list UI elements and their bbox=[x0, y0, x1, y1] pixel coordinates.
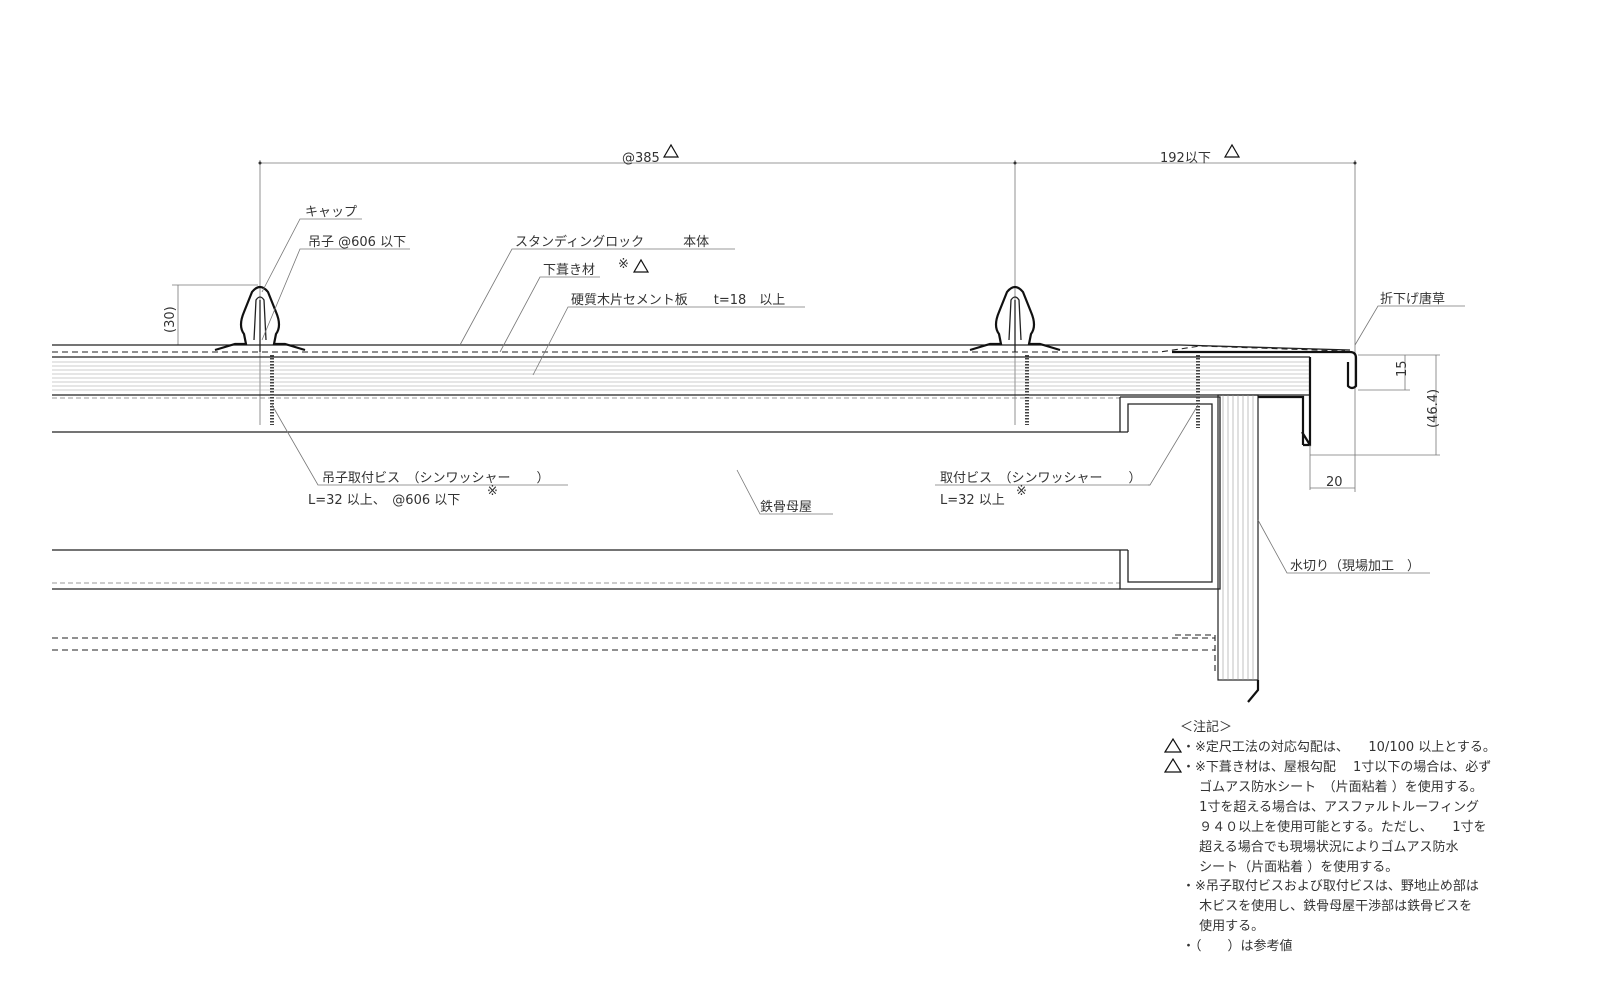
note-line: ・※吊子取付ビスおよび取付ビスは、野地止め部は bbox=[1182, 879, 1479, 894]
top-dimension: @385 192以下 bbox=[258, 143, 1357, 492]
seam-with-cap bbox=[969, 285, 1061, 352]
revision-triangle-icon bbox=[1223, 143, 1241, 158]
underlay-label: 下葺き材 bbox=[543, 263, 595, 278]
revision-triangle-icon bbox=[1163, 757, 1183, 773]
note-line: ・※下葺き材は、屋根勾配 1寸以下の場合は、必ず bbox=[1182, 760, 1491, 775]
note-line: シート（片面粘着 ）を使用する。 bbox=[1182, 859, 1398, 875]
edge-dimension: 192以下 bbox=[1160, 151, 1211, 166]
note-line: ゴムアス防水シート （片面粘着 ）を使用する。 bbox=[1182, 779, 1483, 795]
eave-dimensions: 15 (46.4) 20 bbox=[1309, 354, 1441, 490]
note-line: 使用する。 bbox=[1182, 918, 1264, 934]
screw-label: 取付ビス （シンワッシャー ） bbox=[940, 471, 1142, 486]
leader-lines bbox=[261, 218, 1465, 574]
notes-title: ＜注記＞ bbox=[1180, 719, 1232, 735]
note-line: 木ビスを使用し、鉄骨母屋干渉部は鉄骨ビスを bbox=[1182, 898, 1472, 914]
flashing bbox=[1172, 350, 1358, 703]
steel-purlin bbox=[1119, 396, 1221, 590]
note-line: 1寸を超える場合は、アスファルトルーフィング bbox=[1182, 800, 1479, 815]
roof-layers bbox=[52, 344, 1351, 672]
notes: ＜注記＞ ・※定尺工法の対応勾配は、 10/100 以上とする。 ・※下葺き材は… bbox=[1163, 719, 1496, 954]
flashing-label: 水切り（現場加工 ） bbox=[1290, 559, 1420, 574]
note-line: ・（ ）は参考値 bbox=[1182, 938, 1293, 954]
clip-screw-label: 吊子取付ビス （シンワッシャー ） bbox=[322, 471, 550, 486]
screw-spec: L=32 以上 bbox=[940, 493, 1005, 508]
note-mark: ※ bbox=[618, 257, 629, 272]
note-line: ９４０以上を使用可能とする。ただし、 1寸を bbox=[1182, 819, 1487, 835]
clip-label: 吊子 @606 以下 bbox=[308, 235, 406, 250]
revision-triangle-icon bbox=[1163, 737, 1183, 753]
cap-label: キャップ bbox=[305, 205, 357, 220]
note-mark: ※ bbox=[1016, 484, 1027, 499]
pitch-dimension: @385 bbox=[622, 151, 660, 166]
svg-text:15: 15 bbox=[1395, 360, 1410, 377]
note-mark: ※ bbox=[487, 484, 498, 499]
note-line: ・※定尺工法の対応勾配は、 10/100 以上とする。 bbox=[1182, 740, 1496, 755]
panel-label: スタンディングロック 本体 bbox=[515, 234, 709, 250]
clip-screw-spec: L=32 以上、 @606 以下 bbox=[308, 493, 460, 508]
revision-triangle-icon bbox=[662, 143, 680, 158]
revision-triangle-icon bbox=[632, 258, 650, 273]
eave-trim-label: 折下げ唐草 bbox=[1380, 291, 1445, 307]
board-label: 硬質木片セメント板 t=18 以上 bbox=[571, 293, 785, 308]
seam-height-dimension: (30) bbox=[163, 284, 258, 345]
svg-text:20: 20 bbox=[1326, 475, 1343, 490]
note-line: 超える場合でも現場状況によりゴムアス防水 bbox=[1182, 839, 1458, 855]
purlin-label: 鉄骨母屋 bbox=[760, 500, 812, 515]
svg-text:(46.4): (46.4) bbox=[1426, 389, 1441, 428]
svg-text:(30): (30) bbox=[163, 306, 178, 333]
seam-with-cap bbox=[214, 285, 306, 352]
